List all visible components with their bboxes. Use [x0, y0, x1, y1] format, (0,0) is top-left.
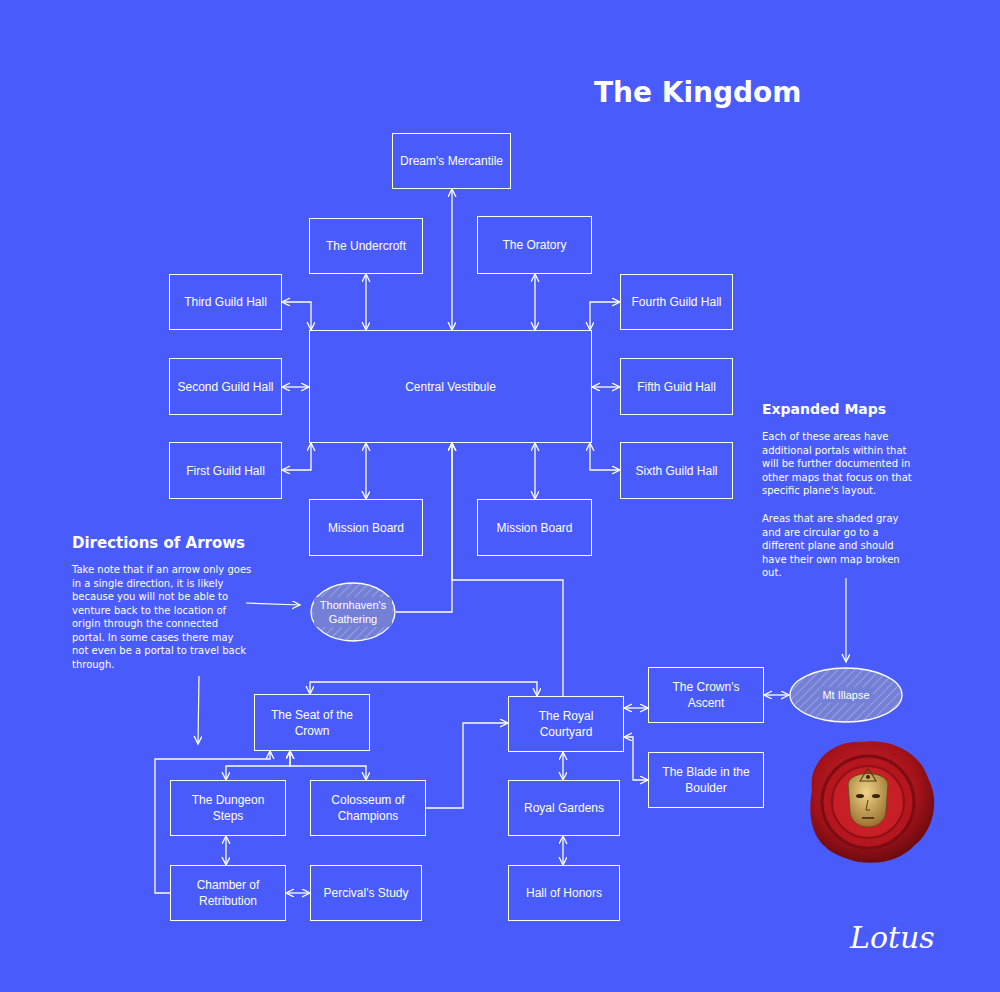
leader-arrow [246, 603, 300, 605]
portal-connector [365, 443, 366, 499]
node-label: The Crown's Ascent [649, 676, 763, 714]
node-label: Third Guild Hall [179, 291, 272, 313]
portal-connector [225, 836, 226, 865]
portal-connector [426, 723, 508, 808]
diagram-title: The Kingdom [594, 76, 802, 109]
node-label: Mt Illapse [819, 687, 872, 703]
note-text: Areas that are shaded gray and are circu… [762, 512, 918, 580]
node-label: Dream's Mercantile [395, 150, 508, 172]
portal-connector [282, 386, 309, 387]
location-box: Second Guild Hall [169, 358, 282, 415]
leader-arrow [845, 578, 846, 662]
node-label: Fifth Guild Hall [632, 376, 721, 398]
portal-connector [590, 443, 620, 470]
portal-connector [452, 443, 563, 696]
node-label: The Undercroft [321, 235, 411, 257]
wax-seal [810, 741, 934, 863]
section-heading: Expanded Maps [762, 400, 942, 419]
location-box: The Crown's Ascent [648, 667, 764, 723]
location-box: Central Vestibule [309, 330, 592, 443]
portal-connector [451, 189, 452, 330]
node-label: Hall of Honors [521, 882, 607, 904]
node-label: First Guild Hall [181, 460, 270, 482]
portal-connector [592, 386, 620, 387]
portal-connector [534, 443, 535, 499]
location-box: Third Guild Hall [169, 274, 282, 330]
portal-oval: Mt Illapse [789, 667, 903, 723]
location-box: The Oratory [477, 216, 592, 274]
location-box: The Blade in the Boulder [648, 752, 764, 808]
node-label: Chamber of Retribution [171, 874, 285, 912]
portal-connector [624, 707, 648, 708]
node-label: Percival's Study [319, 882, 414, 904]
location-box: Percival's Study [310, 865, 422, 921]
leader-arrow [198, 676, 199, 744]
node-label: The Royal Courtyard [509, 705, 623, 743]
location-box: Fourth Guild Hall [620, 274, 733, 330]
portal-connector [562, 836, 563, 865]
portal-connector [290, 751, 366, 780]
signature: Lotus [850, 918, 970, 959]
node-label: Thornhaven's Gathering [314, 597, 392, 627]
location-box: Dream's Mercantile [392, 133, 511, 189]
location-box: Sixth Guild Hall [620, 442, 733, 499]
section-heading: Directions of Arrows [72, 533, 272, 553]
portal-connector [590, 302, 620, 330]
location-box: Fifth Guild Hall [620, 358, 733, 415]
portal-connector [286, 892, 310, 893]
portal-connector [226, 751, 290, 780]
location-box: The Undercroft [309, 218, 423, 274]
location-box: Colosseum of Champions [310, 780, 426, 836]
portal-connector [282, 302, 311, 330]
location-box: Chamber of Retribution [170, 865, 286, 921]
portal-connector [396, 443, 452, 612]
location-box: Mission Board [309, 499, 423, 556]
node-label: The Seat of the Crown [255, 704, 369, 742]
node-label: Colosseum of Champions [311, 789, 425, 827]
note-text: Take note that if an arrow only goes in … [72, 563, 252, 671]
location-box: First Guild Hall [169, 442, 282, 499]
location-box: The Royal Courtyard [508, 696, 624, 752]
node-label: The Blade in the Boulder [649, 761, 763, 799]
location-box: Royal Gardens [508, 780, 620, 836]
leader-lines [198, 578, 846, 744]
portal-connector [562, 752, 563, 780]
location-box: Mission Board [477, 499, 592, 556]
portal-connector [365, 274, 366, 330]
note-text: Each of these areas have additional port… [762, 430, 918, 498]
node-label: Second Guild Hall [172, 376, 278, 398]
location-box: The Dungeon Steps [170, 780, 286, 836]
node-label: The Dungeon Steps [171, 789, 285, 827]
node-label: Mission Board [491, 517, 577, 539]
node-label: Central Vestibule [400, 376, 501, 398]
node-label: Royal Gardens [519, 797, 609, 819]
node-label: Fourth Guild Hall [626, 291, 726, 313]
node-label: The Oratory [497, 234, 571, 256]
portal-connector [155, 751, 270, 893]
portal-oval: Thornhaven's Gathering [310, 582, 396, 642]
node-label: Sixth Guild Hall [630, 460, 722, 482]
portal-connector [282, 443, 311, 470]
portal-connector [624, 737, 648, 780]
node-label: Mission Board [323, 517, 409, 539]
location-box: Hall of Honors [508, 865, 620, 921]
location-box: The Seat of the Crown [254, 694, 370, 751]
portal-connector [764, 694, 789, 695]
portal-connector [534, 274, 535, 330]
